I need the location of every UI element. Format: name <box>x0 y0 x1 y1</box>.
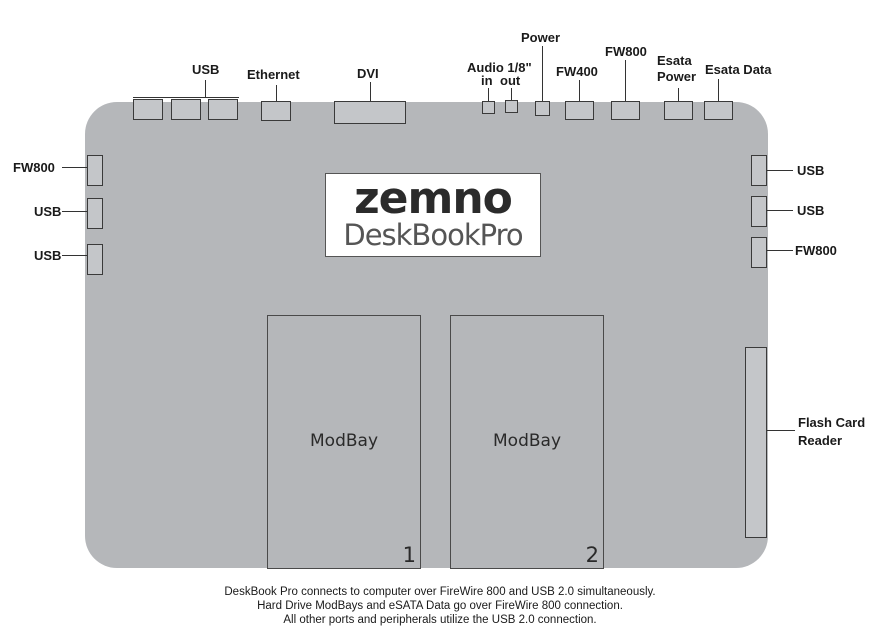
left-fw800-leader <box>62 167 87 168</box>
modbay-1-label: ModBay <box>310 431 378 451</box>
usb-bracket-line <box>133 97 239 98</box>
fw800-top-leader <box>625 60 626 101</box>
esata-data-port <box>704 101 733 120</box>
esata-power-leader <box>678 88 679 101</box>
audio-out-port <box>505 100 518 113</box>
esata-data-leader <box>718 79 719 101</box>
footer-line-2: Hard Drive ModBays and eSATA Data go ove… <box>257 600 623 612</box>
audio-in-label: in <box>481 73 493 88</box>
logo-product: DeskBookPro <box>343 218 523 252</box>
device-body <box>85 102 768 568</box>
esata-data-label: Esata Data <box>705 62 772 77</box>
usb-port-right-1 <box>751 155 767 186</box>
fw800-port-right <box>751 237 767 268</box>
usb-port-top-3 <box>208 99 238 120</box>
fw400-leader <box>579 80 580 101</box>
right-fw800-leader <box>767 250 793 251</box>
dvi-port <box>334 101 406 124</box>
modbay-2-number: 2 <box>585 543 599 567</box>
power-port <box>535 101 550 116</box>
modbay-2-label: ModBay <box>493 431 561 451</box>
ethernet-leader <box>276 85 277 101</box>
left-usb1-leader <box>62 211 87 212</box>
right-usb2-leader <box>767 210 793 211</box>
usb-port-top-2 <box>171 99 201 120</box>
power-leader <box>542 46 543 101</box>
flash-leader <box>767 430 795 431</box>
flash-card-reader-slot <box>745 347 767 538</box>
footer-line-1: DeskBook Pro connects to computer over F… <box>224 586 656 598</box>
right-usb1-leader <box>767 170 793 171</box>
right-fw800-label: FW800 <box>795 243 837 258</box>
esata-power-port <box>664 101 693 120</box>
right-usb2-label: USB <box>797 203 825 218</box>
left-usb2-label: USB <box>34 248 62 263</box>
usb-top-label: USB <box>192 62 220 77</box>
ethernet-port <box>261 101 291 121</box>
flash-label-line1: Flash Card <box>798 415 866 430</box>
left-usb2-leader <box>62 255 87 256</box>
fw400-label: FW400 <box>556 64 598 79</box>
footer-line-3: All other ports and peripherals utilize … <box>283 614 597 626</box>
usb-port-left-2 <box>87 244 103 275</box>
audio-in-port <box>482 101 495 114</box>
fw400-port <box>565 101 594 120</box>
left-usb1-label: USB <box>34 204 62 219</box>
right-usb1-label: USB <box>797 163 825 178</box>
usb-port-right-2 <box>751 196 767 227</box>
audio-in-leader <box>488 88 489 101</box>
fw800-port-top <box>611 101 640 120</box>
footer-notes: DeskBook Pro connects to computer over F… <box>0 585 880 627</box>
esata-power-label-line1: Esata <box>657 53 692 68</box>
ethernet-label: Ethernet <box>247 67 300 82</box>
fw800-port-left <box>87 155 103 186</box>
dvi-label: DVI <box>357 66 379 81</box>
usb-port-left-1 <box>87 198 103 229</box>
usb-leader <box>205 80 206 98</box>
power-label: Power <box>521 30 561 45</box>
audio-out-leader <box>511 88 512 100</box>
left-fw800-label: FW800 <box>13 160 55 175</box>
usb-port-top-1 <box>133 99 163 120</box>
flash-label-line2: Reader <box>798 433 843 448</box>
audio-out-label: out <box>500 73 521 88</box>
modbay-2: ModBay 2 <box>450 315 604 569</box>
fw800-top-label: FW800 <box>605 44 647 59</box>
audio-label: Audio 1/8" <box>467 60 532 75</box>
modbay-1: ModBay 1 <box>267 315 421 569</box>
logo-brand: zemno <box>354 173 513 224</box>
modbay-1-number: 1 <box>402 543 416 567</box>
dvi-leader <box>370 82 371 101</box>
logo: zemno DeskBookPro <box>325 173 541 257</box>
esata-power-label-line2: Power <box>657 69 697 84</box>
